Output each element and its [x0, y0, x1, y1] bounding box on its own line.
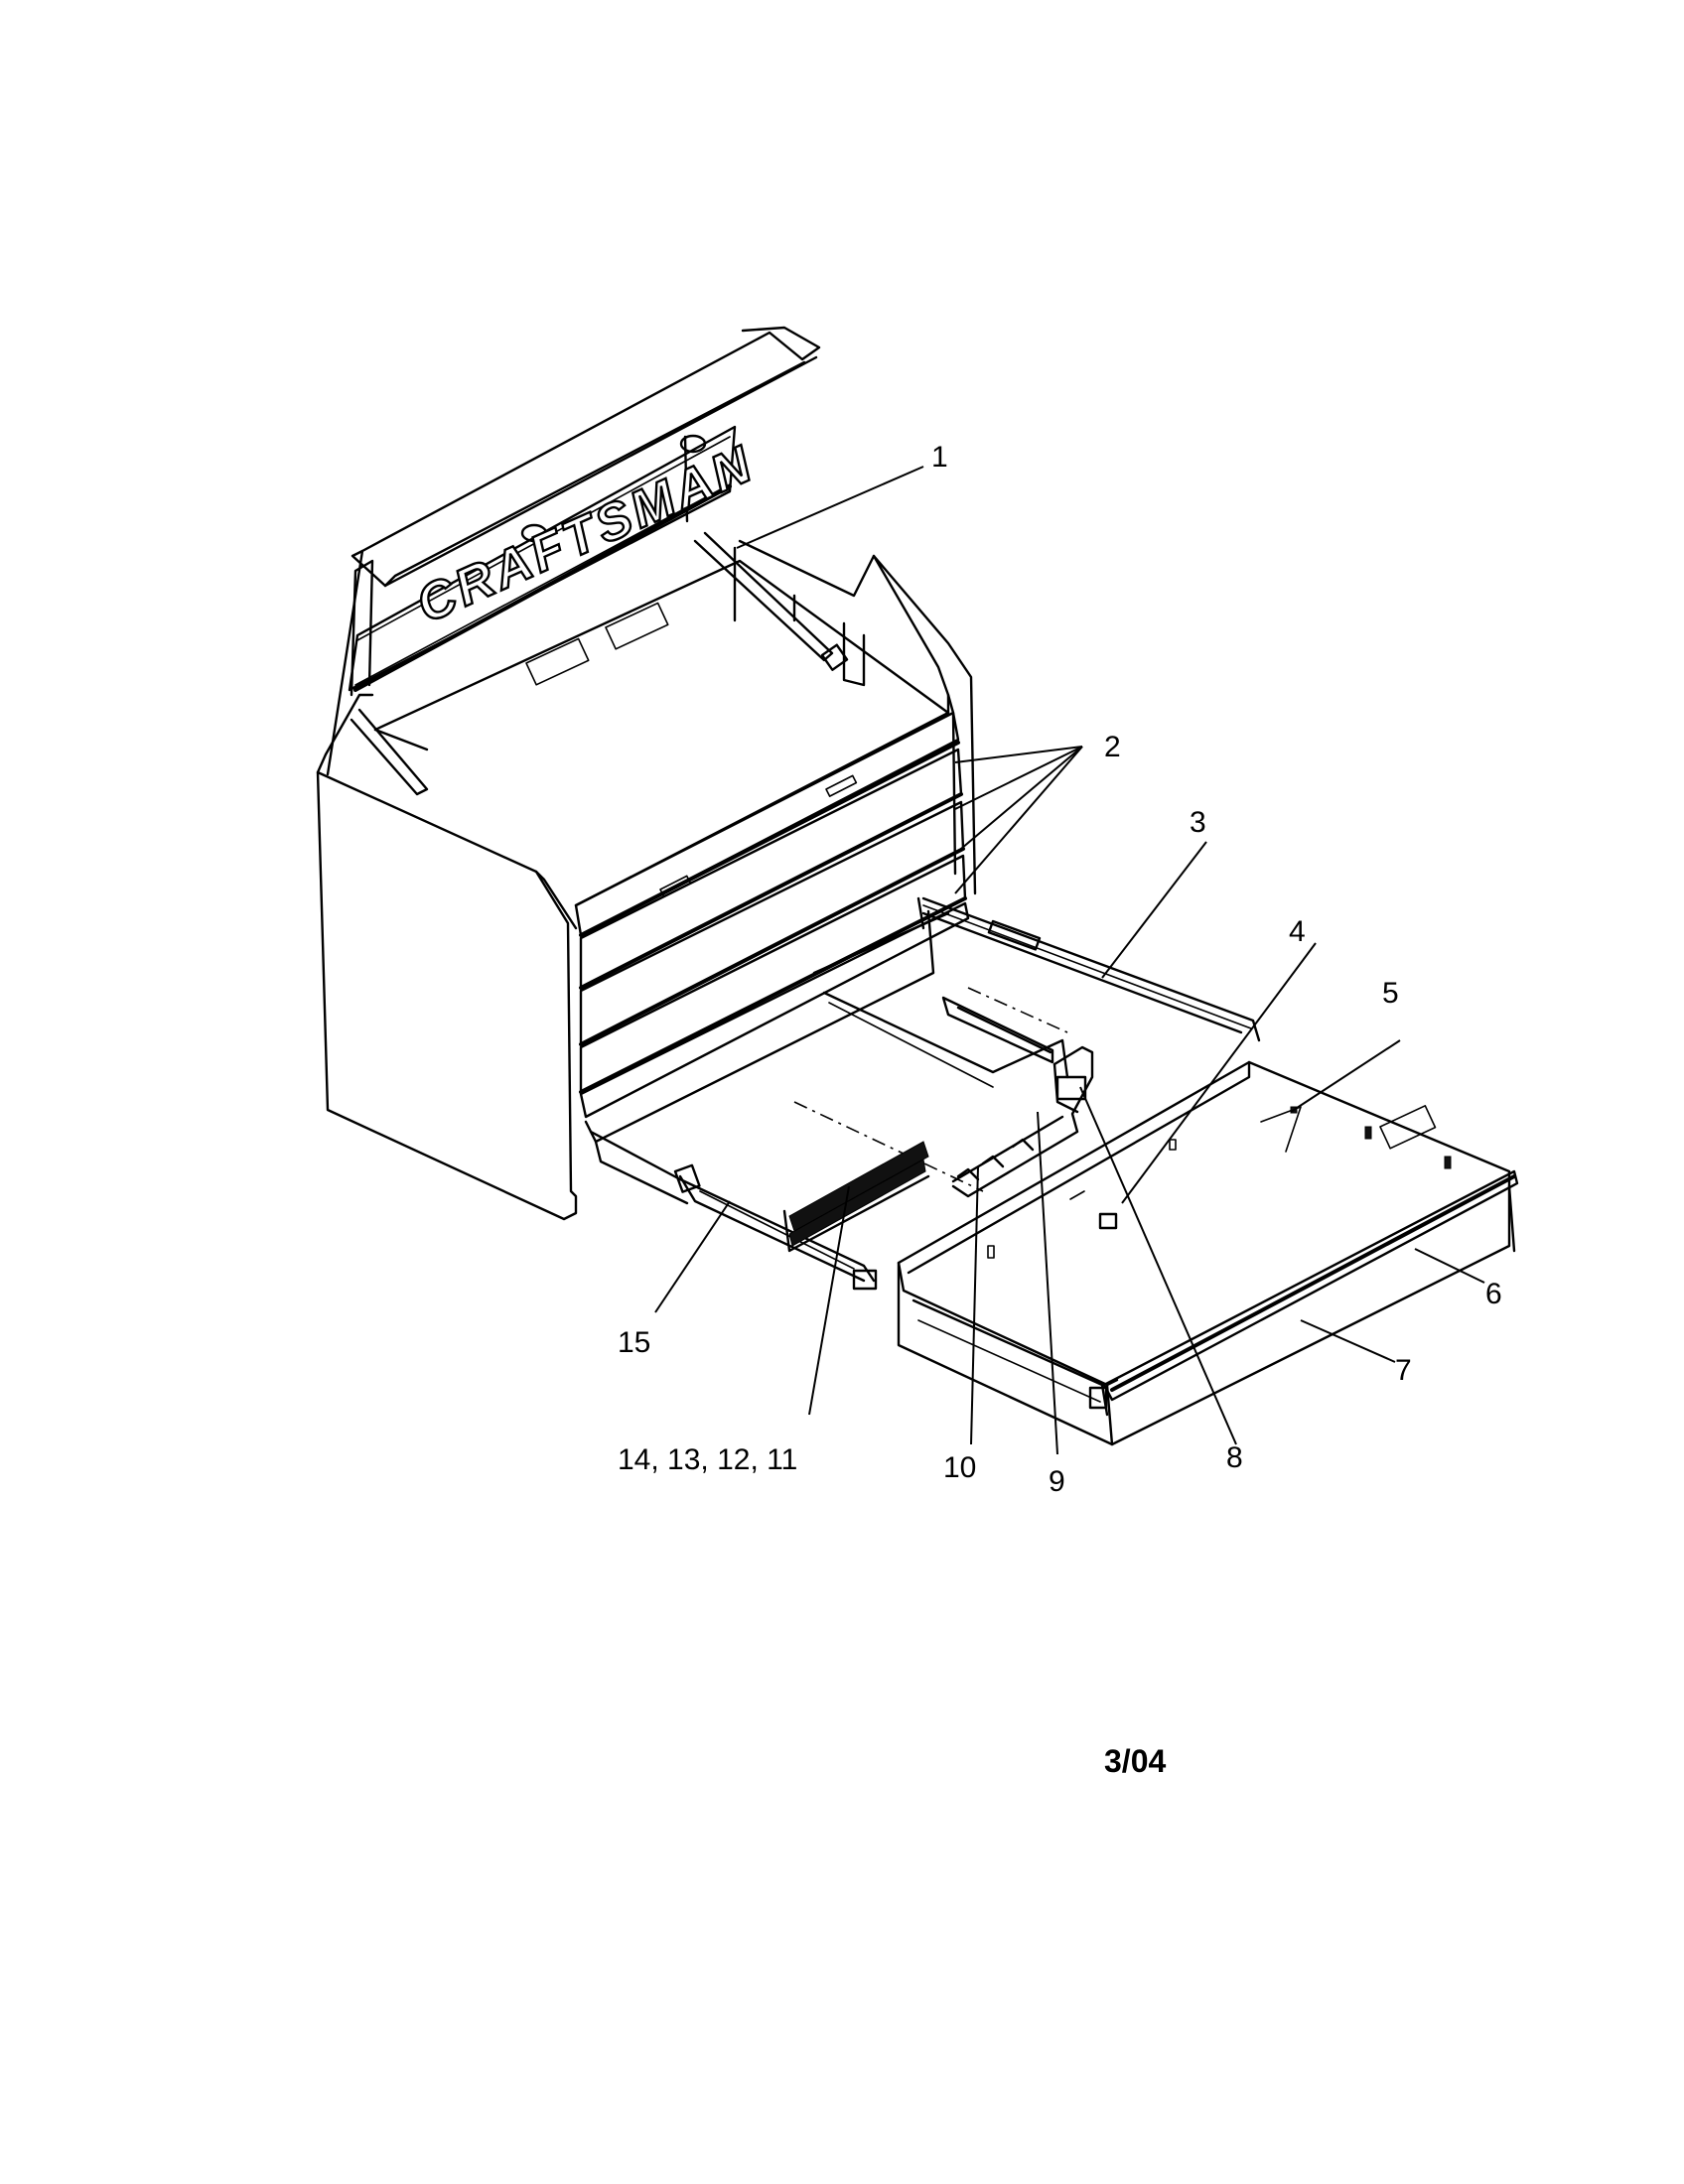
callout-5: 5	[1382, 977, 1399, 1010]
date-code: 3/04	[1104, 1743, 1166, 1779]
callout-14-13-12-11: 14, 13, 12, 11	[618, 1443, 797, 1476]
callout-6: 6	[1485, 1278, 1502, 1310]
callout-labels: 1 2 3 4 5 6 7 8 9 10 14, 13, 12, 11 15	[618, 441, 1502, 1498]
callout-2: 2	[1104, 731, 1121, 763]
closed-drawers	[574, 711, 970, 1119]
callout-4: 4	[1289, 915, 1306, 948]
callout-10: 10	[943, 1451, 976, 1484]
brand-logo: CRAFTSMAN	[408, 434, 763, 634]
callout-3: 3	[1190, 806, 1206, 839]
open-drawer-assembly	[584, 896, 1519, 1446]
callout-7: 7	[1395, 1354, 1412, 1387]
callout-1: 1	[931, 441, 948, 474]
callout-8: 8	[1226, 1441, 1243, 1474]
callout-leaders	[654, 466, 1485, 1455]
callout-9: 9	[1049, 1465, 1065, 1498]
chest-lid: CRAFTSMAN	[326, 326, 821, 776]
lid-supports	[350, 531, 849, 796]
callout-15: 15	[618, 1326, 650, 1359]
